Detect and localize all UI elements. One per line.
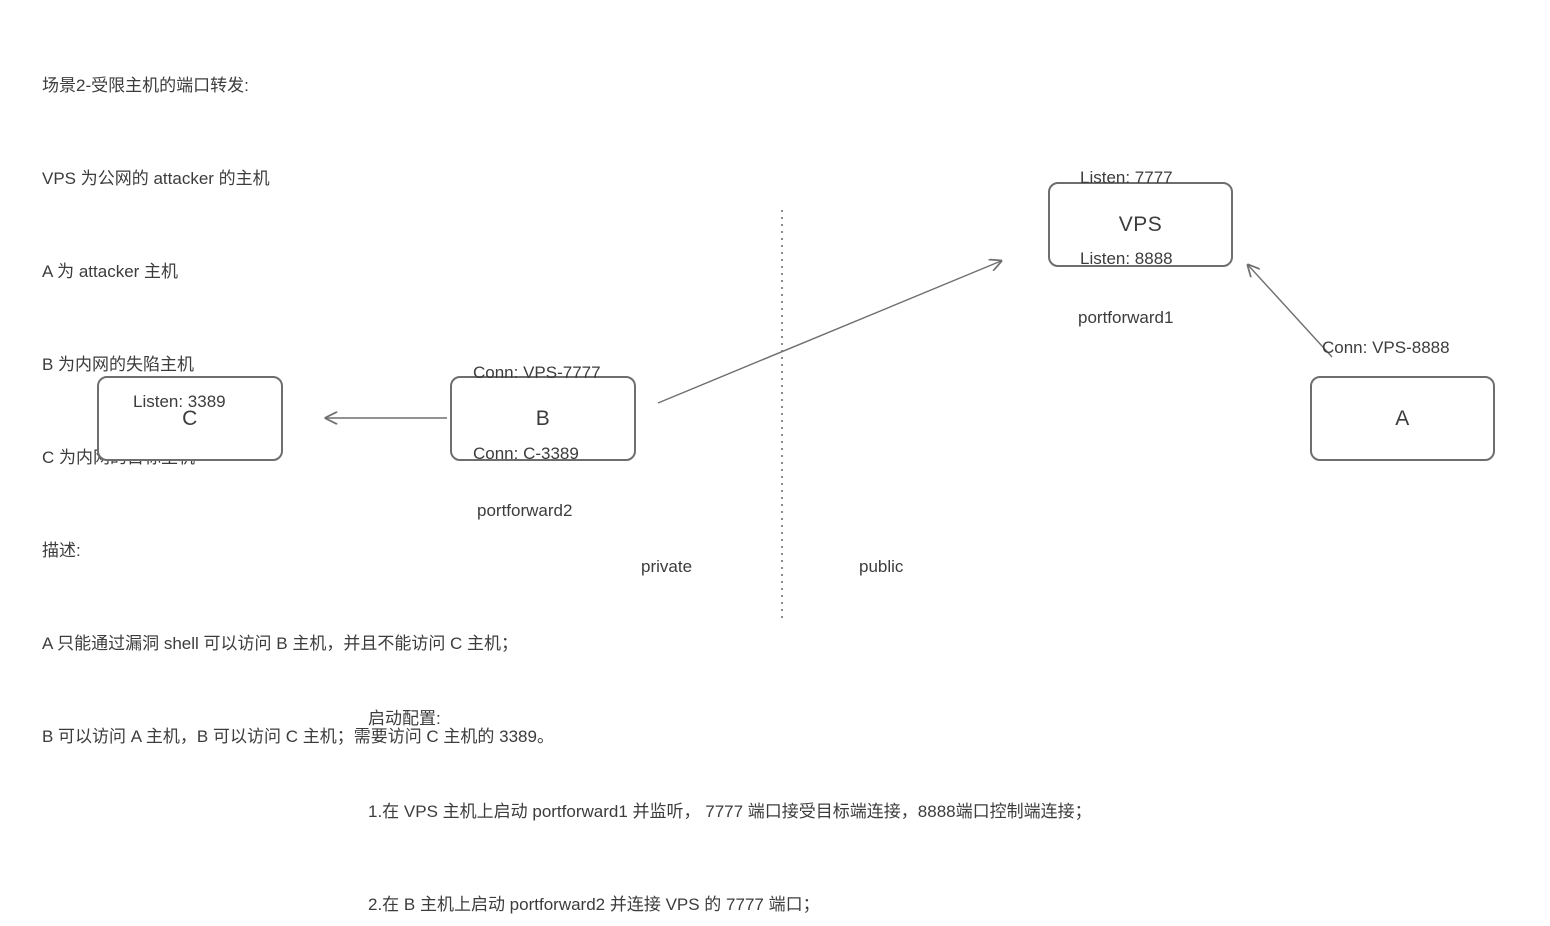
label-b-conn-c-3389: Conn: C-3389 (473, 444, 579, 463)
zone-label-private: private (641, 557, 693, 576)
scenario-description: 场景2-受限主机的端口转发: VPS 为公网的 attacker 的主机 A 为… (42, 8, 554, 814)
label-vps-listen-7777: Listen: 7777 (1080, 168, 1173, 187)
node-c: C (97, 376, 283, 461)
scenario-line: 描述: (42, 541, 81, 560)
arrow-a-to-vps (1248, 265, 1333, 358)
label-vps-listens: Listen: 7777 Listen: 8888 (1080, 110, 1173, 326)
node-c-label: C (182, 406, 198, 430)
arrow-b-to-vps (657, 261, 1001, 404)
scenario-line: A 为 attacker 主机 (42, 262, 179, 281)
procedure-description: 启动配置: 1.在 VPS 主机上启动 portforward1 并监听， 77… (368, 641, 1092, 926)
node-b-label: B (535, 406, 551, 430)
label-vps-caption: portforward1 (1078, 308, 1174, 327)
scenario-title: 场景2-受限主机的端口转发: (42, 76, 249, 95)
procedure-line: 1.在 VPS 主机上启动 portforward1 并监听， 7777 端口接… (368, 802, 1092, 821)
node-vps: VPS (1048, 182, 1233, 267)
label-b-caption: portforward2 (477, 501, 573, 520)
zone-label-public: public (859, 557, 904, 576)
scenario-line: VPS 为公网的 attacker 的主机 (42, 169, 270, 188)
node-a-label: A (1395, 406, 1410, 430)
label-a-conn-vps-8888: Conn: VPS-8888 (1322, 338, 1450, 357)
node-b: B (450, 376, 636, 461)
scenario-line: B 为内网的失陷主机 (42, 355, 195, 374)
label-c-listen-3389: Listen: 3389 (133, 392, 226, 411)
scenario-line: A 只能通过漏洞 shell 可以访问 B 主机，并且不能访问 C 主机； (42, 634, 519, 653)
label-c-listen: Listen: 3389 (133, 334, 226, 469)
node-a: A (1310, 376, 1495, 461)
label-vps-listen-8888: Listen: 8888 (1080, 249, 1173, 268)
node-vps-label: VPS (1118, 212, 1163, 236)
procedure-line: 2.在 B 主机上启动 portforward2 并连接 VPS 的 7777 … (368, 895, 820, 914)
scenario-line: B 可以访问 A 主机，B 可以访问 C 主机；需要访问 C 主机的 3389。 (42, 727, 554, 746)
label-b-conn-vps-7777: Conn: VPS-7777 (473, 363, 601, 382)
label-b-connections: Conn: VPS-7777 Conn: C-3389 (473, 305, 601, 521)
procedure-section-title: 启动配置: (368, 709, 441, 728)
